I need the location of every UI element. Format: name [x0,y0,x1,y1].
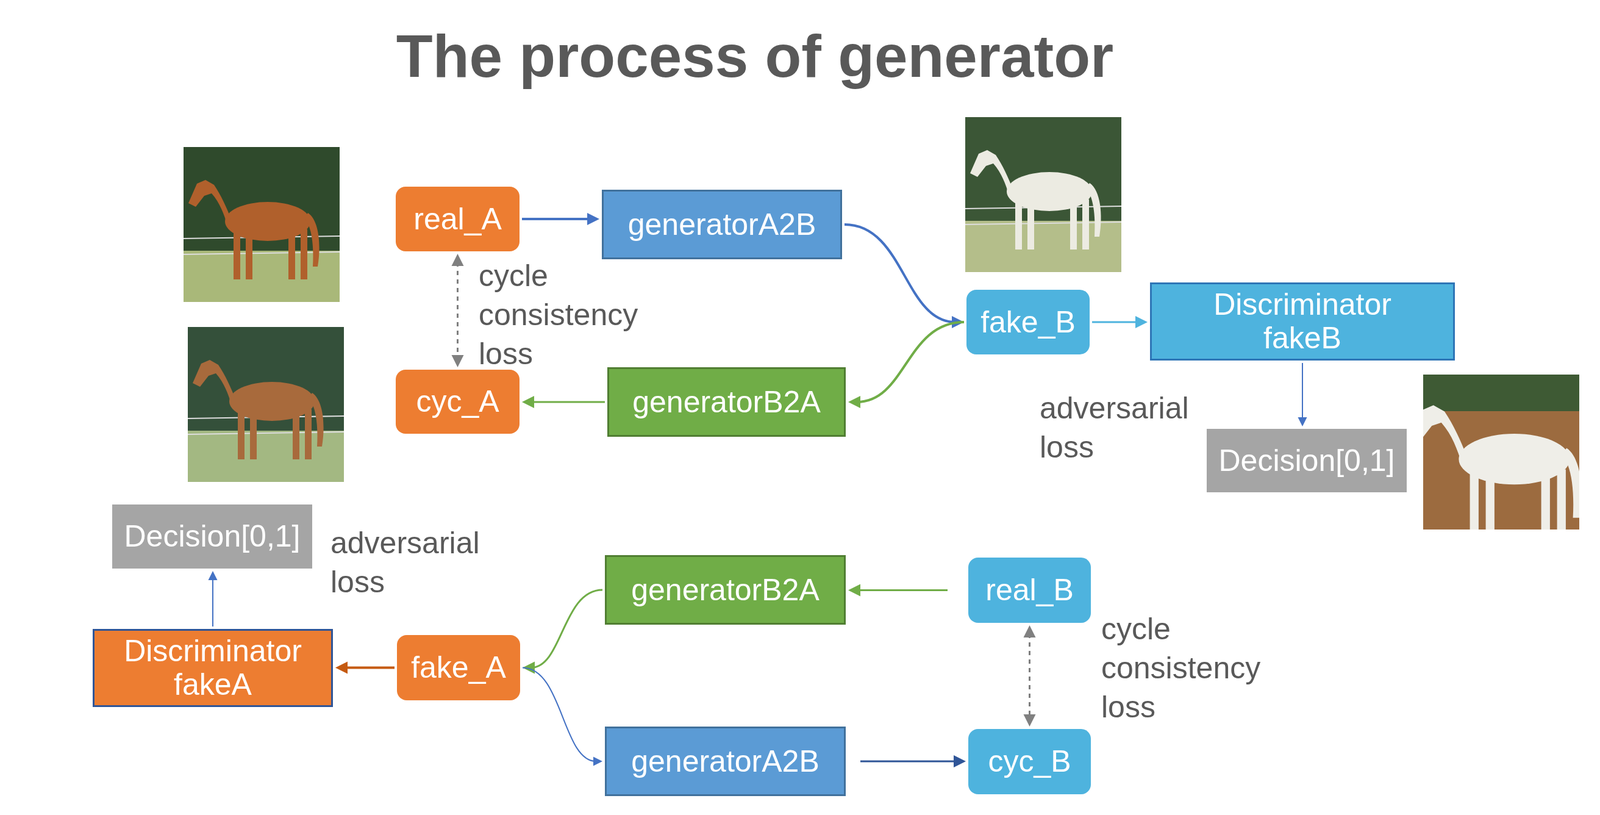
arrow-head [521,395,535,408]
cycled-horse-photo [187,326,344,482]
arrow-head [1298,417,1308,427]
generator-box: generatorA2B [601,189,843,260]
arrow-head [1135,315,1148,329]
loss-label: cycle consistency loss [478,256,662,374]
arrow-head [451,354,465,368]
illustration-part [1423,374,1580,530]
flow-arrow [848,321,965,408]
arrow-head [953,754,966,768]
arrow-head [335,661,348,674]
arrow-head [451,253,465,266]
box-label: real_B [985,573,1074,607]
arrow-head [587,212,600,225]
box-label: fake_A [410,650,507,685]
illustration-part [192,359,324,460]
loss-label: cycle consistency loss [1101,609,1285,727]
arrow-head [848,584,861,597]
loss-label: adversarial loss [1039,388,1211,467]
illustration-part [970,150,1102,250]
tensor-box: cyc_B [968,728,1091,794]
box-label: real_A [413,202,502,236]
box-label: Decision[0,1] [123,519,300,554]
flow-arrow [208,570,218,627]
illustration-part [971,129,1112,264]
real-zebra-photo [1410,374,1596,553]
fake-zebra-photo [965,117,1122,272]
connector-line [856,321,965,402]
connector-line [844,224,956,322]
connector-line [456,262,459,359]
illustration-part [1423,404,1580,530]
flow-arrow [848,584,948,597]
loss-label: adversarial loss [330,523,502,602]
arrow-head [1023,625,1036,638]
arrow-head [593,756,603,766]
loss-connector [1023,625,1036,727]
flow-arrow [335,661,395,674]
illustration-part [1423,378,1580,530]
tensor-box: fake_A [396,634,521,700]
box-label: Discriminator fakeA [109,634,317,702]
decision-box: Decision[0,1] [112,504,313,569]
connector-line [1028,633,1031,718]
connector-line [530,401,605,404]
connector-line [860,760,958,763]
illustration-part [965,117,1122,272]
illustration-part [1423,378,1580,530]
generator-box: generatorB2A [607,367,846,437]
connector-line [1092,321,1140,324]
flow-arrow [522,667,603,766]
connector-line [856,589,948,591]
connector-line [1301,362,1304,421]
box-label: cyc_A [415,384,499,419]
horse-photo [183,146,340,302]
illustration-part [1423,378,1580,530]
generator-box: generatorB2A [604,554,846,625]
arrow-head [1023,714,1036,727]
arrow-head [848,395,861,408]
tensor-box: fake_B [966,289,1090,355]
decision-box: Decision[0,1] [1206,428,1407,493]
flow-arrow [522,589,603,674]
connector-line [531,589,603,668]
illustration-part [187,326,344,482]
box-label: cyc_B [987,744,1071,779]
flow-arrow [521,395,605,408]
box-label: generatorA2B [628,207,817,242]
flow-arrow [1092,315,1148,329]
tensor-box: cyc_A [395,369,520,434]
illustration-part [183,146,340,302]
tensor-box: real_B [968,557,1091,623]
tensor-box: real_A [395,186,520,252]
box-label: generatorB2A [631,573,820,607]
connector-line [212,577,214,627]
connector-line [522,667,597,762]
illustration-part [1423,374,1580,411]
illustration-part [188,179,320,280]
connector-line [521,217,591,221]
box-label: fake_B [980,305,1076,340]
box-label: generatorB2A [632,385,821,419]
flow-arrow [521,212,600,225]
flow-arrow [860,754,966,768]
discriminator-box: Discriminator fakeB [1150,282,1455,361]
box-label: generatorA2B [631,744,820,779]
diagram-title: The process of generator [396,21,1114,91]
illustration-part [971,129,1112,264]
connector-line [343,666,395,669]
loss-connector [451,253,465,368]
box-label: Decision[0,1] [1218,443,1395,478]
discriminator-box: Discriminator fakeA [92,628,333,707]
box-label: Discriminator fakeB [1198,287,1407,355]
flow-arrow [844,224,965,329]
flow-arrow [1298,362,1308,427]
generator-box: generatorA2B [604,726,846,796]
arrow-head [208,570,218,580]
